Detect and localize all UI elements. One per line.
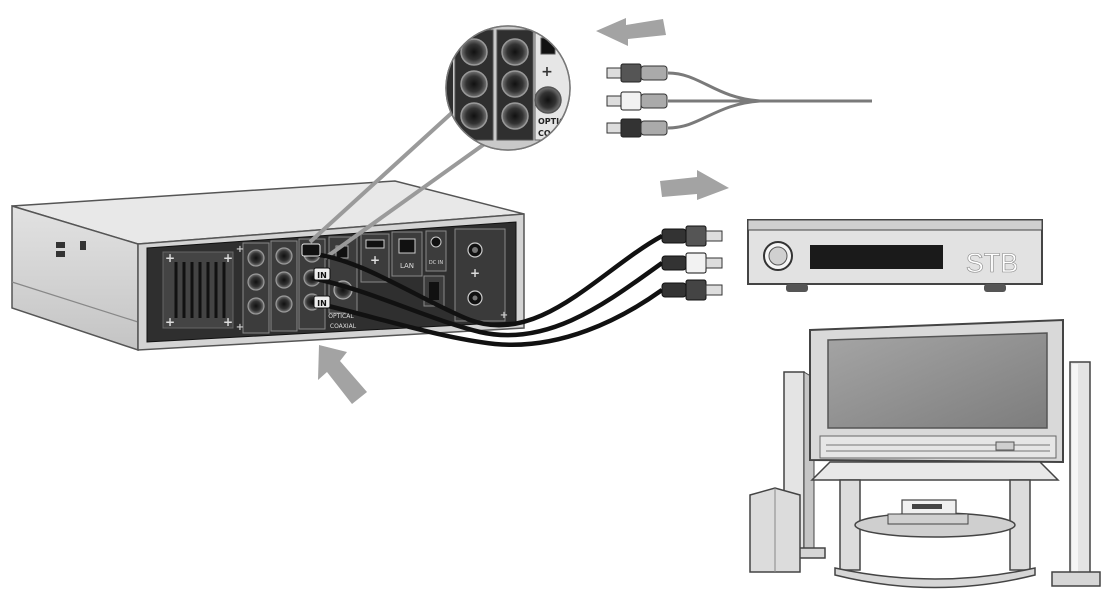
svg-text:+: + [370, 253, 380, 267]
plug-in-top: IN [313, 267, 331, 281]
panel-label-coaxial: COAXIAL [330, 323, 357, 330]
zoom-inset: + OPTICA COA [445, 25, 572, 151]
usb-port [56, 242, 65, 248]
arrow-right-icon [660, 170, 729, 200]
dc-in-port: DC IN [425, 230, 447, 272]
svg-text:IN: IN [317, 299, 327, 308]
rca-plug [606, 91, 668, 111]
panel-label-lan: LAN [400, 262, 414, 270]
home-theater [749, 318, 1101, 589]
svg-text:+: + [236, 244, 244, 255]
right-module: + [454, 228, 506, 322]
panel-screws: + + + [236, 244, 508, 333]
inset-label-optical: OPTICA [538, 117, 572, 126]
rca-plug [606, 118, 668, 138]
svg-text:+: + [223, 251, 233, 265]
media-player-device: + + + + [11, 180, 525, 352]
svg-text:+: + [165, 251, 175, 265]
panel-label-optical: OPTICAL [328, 313, 354, 320]
lan-port: LAN [391, 231, 423, 277]
usb-port [56, 251, 65, 257]
svg-text:+: + [223, 315, 233, 329]
stb-device: STB [747, 219, 1043, 292]
svg-text:DC IN: DC IN [429, 260, 443, 266]
rca-cable-top [606, 63, 872, 138]
svg-text:+: + [500, 310, 508, 321]
svg-text:+: + [541, 64, 553, 80]
tv-stand [810, 461, 1060, 589]
tv [809, 318, 1064, 464]
svg-text:+: + [165, 315, 175, 329]
svg-text:+: + [236, 322, 244, 333]
tv-screen [827, 332, 1048, 429]
rca-cable-bottom: IN IN [301, 225, 723, 347]
svg-text:IN: IN [317, 271, 327, 280]
svg-text:+: + [470, 266, 480, 280]
inset-label-coax: COA [538, 129, 557, 138]
plug-in-bottom: IN [313, 295, 331, 309]
zoom-lines [308, 108, 492, 260]
subwoofer [749, 487, 801, 573]
vent-grill: + + + + [162, 251, 234, 329]
rca-plug [661, 279, 723, 301]
speaker-right [1051, 361, 1101, 587]
rca-plug [661, 225, 723, 247]
stb-label: STB [966, 248, 1019, 278]
arrow-left-icon [596, 18, 666, 46]
usb-port [80, 241, 86, 250]
arrow-up-icon [318, 345, 367, 404]
stb-display [810, 245, 943, 269]
rca-plug [606, 63, 668, 83]
rca-plug [661, 252, 723, 274]
